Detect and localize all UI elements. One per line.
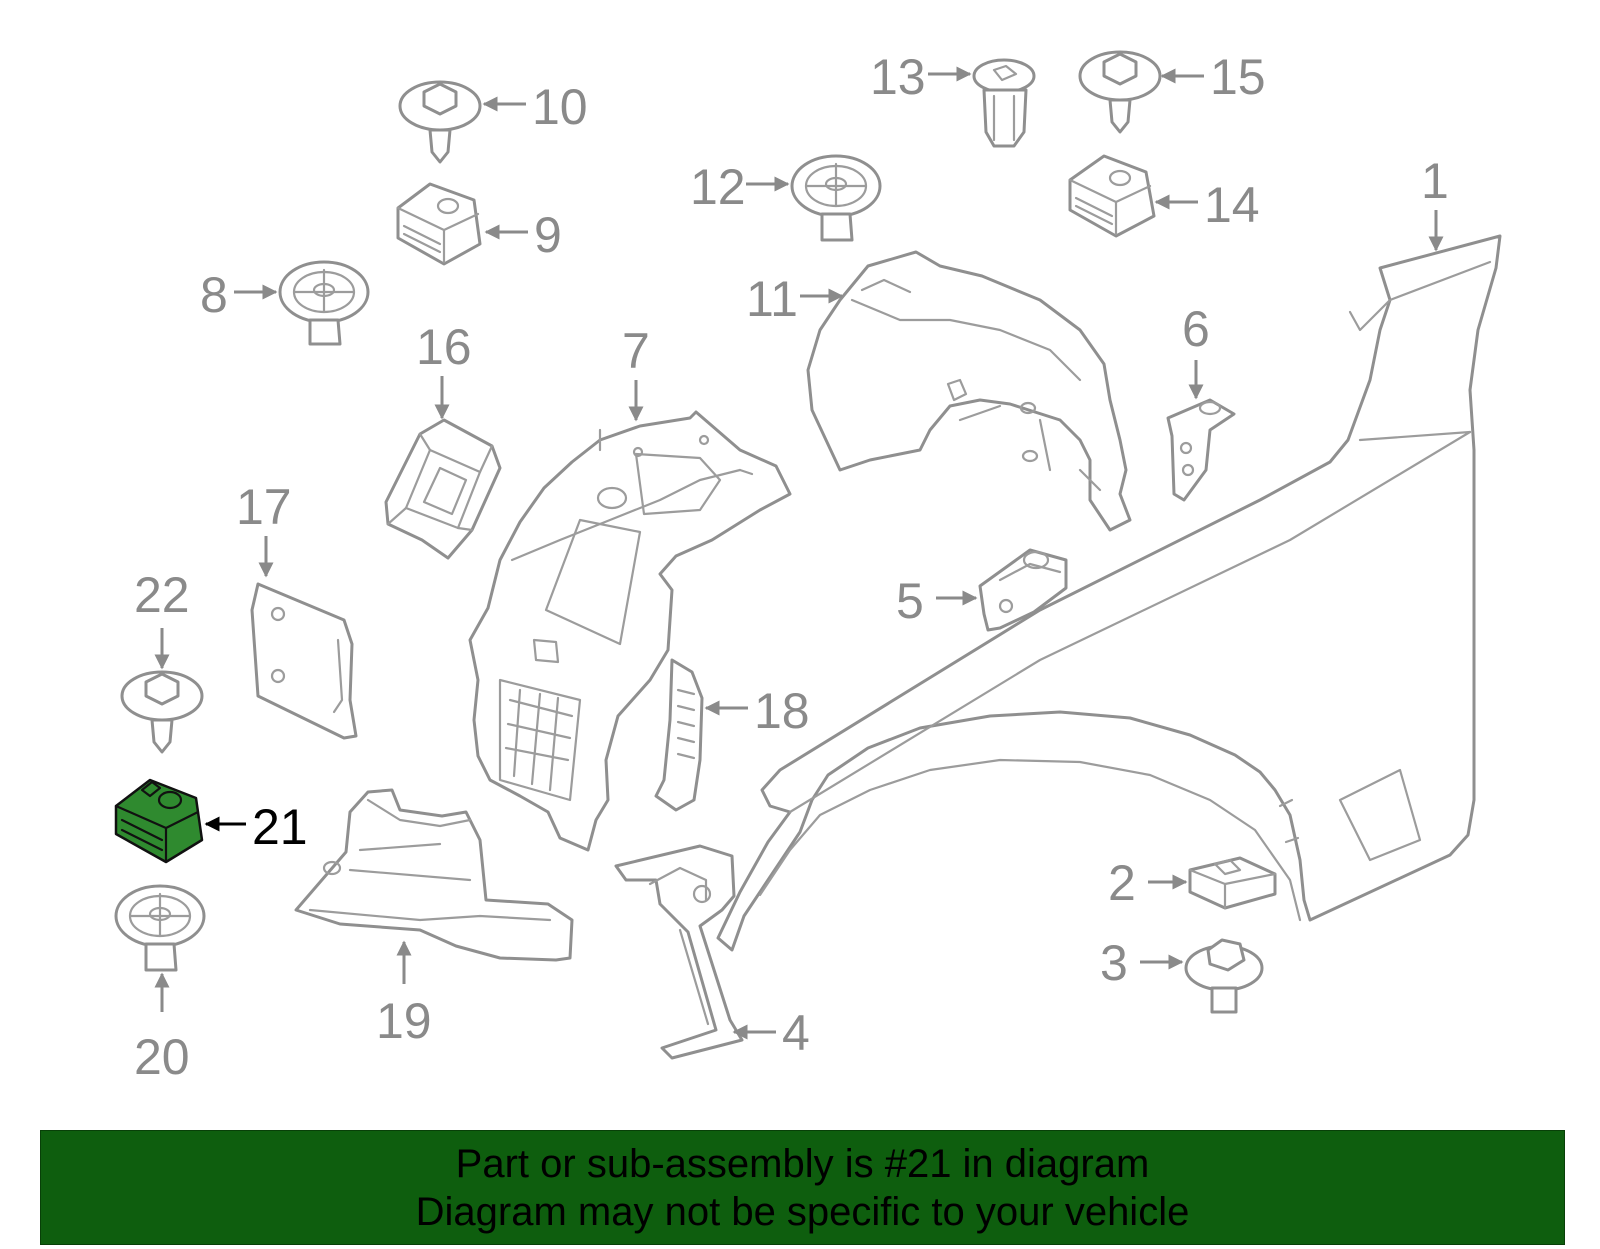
svg-text:15: 15 (1210, 49, 1266, 105)
svg-text:17: 17 (236, 479, 292, 535)
part-plug-nut-13[interactable] (972, 58, 1036, 148)
svg-text:9: 9 (534, 207, 562, 263)
svg-text:19: 19 (376, 993, 432, 1049)
banner-line-part: Part or sub-assembly is #21 in diagram (455, 1141, 1150, 1186)
svg-text:4: 4 (782, 1005, 810, 1061)
svg-text:2: 2 (1108, 855, 1136, 911)
part-vent-grille-18[interactable] (654, 658, 704, 812)
callout-8: 8 (200, 267, 278, 323)
svg-text:5: 5 (896, 573, 924, 629)
callout-12: 12 (690, 159, 790, 215)
part-expanding-rivet-8[interactable] (278, 260, 370, 346)
callout-4: 4 (732, 1005, 810, 1061)
svg-text:20: 20 (134, 1029, 190, 1085)
callout-16: 16 (416, 319, 472, 420)
callout-10: 10 (482, 79, 588, 135)
callout-22: 22 (134, 567, 190, 670)
svg-text:18: 18 (754, 683, 810, 739)
part-screw-15[interactable] (1078, 50, 1162, 134)
callout-13: 13 (870, 49, 972, 105)
part-screw-22[interactable] (120, 670, 204, 754)
callout-7: 7 (622, 323, 650, 422)
svg-text:8: 8 (200, 267, 228, 323)
parts-diagram: 1 2 3 4 5 (114, 49, 1502, 1085)
part-support-bracket-4[interactable] (614, 844, 744, 1060)
callout-15: 15 (1160, 49, 1266, 105)
callout-3: 3 (1100, 935, 1184, 991)
callout-5: 5 (896, 573, 978, 629)
callout-9: 9 (484, 207, 562, 263)
callout-2: 2 (1108, 855, 1188, 911)
svg-text:16: 16 (416, 319, 472, 375)
callout-20: 20 (134, 972, 190, 1085)
callout-11: 11 (746, 271, 844, 327)
part-hex-bolt-3[interactable] (1184, 938, 1264, 1014)
part-clip-nut-2[interactable] (1188, 856, 1277, 910)
part-cover-16[interactable] (384, 418, 502, 560)
part-panel-17[interactable] (250, 582, 358, 740)
callout-19: 19 (376, 940, 432, 1049)
info-banner: Part or sub-assembly is #21 in diagram D… (40, 1130, 1565, 1245)
svg-text:12: 12 (690, 159, 746, 215)
callout-14: 14 (1154, 177, 1260, 233)
banner-line-disclaimer: Diagram may not be specific to your vehi… (415, 1189, 1190, 1234)
svg-text:3: 3 (1100, 935, 1128, 991)
part-clip-nut-14[interactable] (1068, 154, 1156, 238)
svg-text:13: 13 (870, 49, 926, 105)
svg-text:22: 22 (134, 567, 190, 623)
callout-18: 18 (704, 683, 810, 739)
part-screw-10[interactable] (398, 80, 482, 164)
svg-text:10: 10 (532, 79, 588, 135)
svg-text:14: 14 (1204, 177, 1260, 233)
callout-6: 6 (1182, 301, 1210, 400)
svg-text:6: 6 (1182, 301, 1210, 357)
svg-text:7: 7 (622, 323, 650, 379)
part-wheelhouse-liner-11[interactable] (806, 250, 1132, 532)
callout-17: 17 (236, 479, 292, 578)
part-fender[interactable] (716, 234, 1502, 952)
callout-1: 1 (1421, 153, 1449, 252)
part-bracket-6[interactable] (1166, 398, 1236, 502)
svg-text:1: 1 (1421, 153, 1449, 209)
part-expanding-rivet-12[interactable] (790, 154, 882, 242)
part-clip-nut-21-highlighted[interactable] (114, 778, 204, 864)
part-expanding-rivet-20[interactable] (114, 884, 206, 972)
part-wheelhouse-liner-7[interactable] (468, 410, 792, 852)
part-clip-nut-9[interactable] (396, 182, 482, 266)
part-bracket-5[interactable] (978, 548, 1068, 632)
part-splash-shield-19[interactable] (294, 788, 574, 962)
callout-21: 21 (204, 799, 308, 855)
svg-text:11: 11 (746, 271, 798, 327)
svg-text:21: 21 (252, 799, 308, 855)
